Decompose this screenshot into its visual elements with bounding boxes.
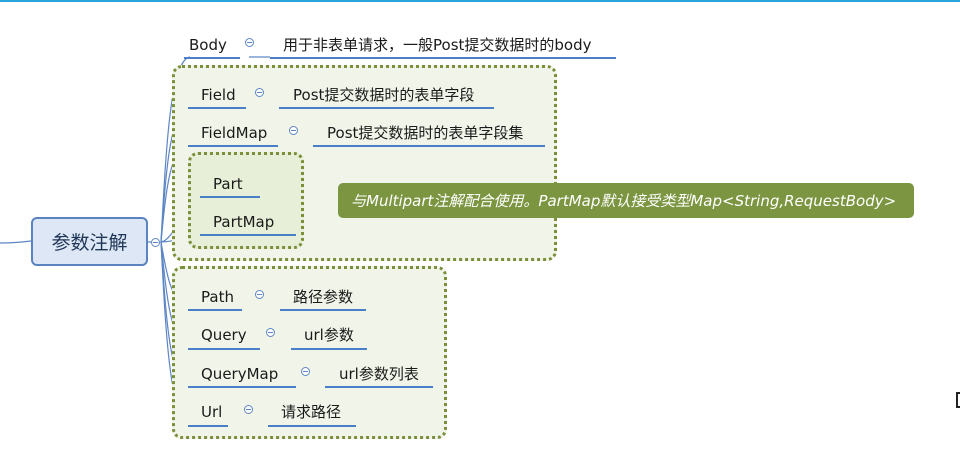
collapse-icon[interactable]: [255, 290, 264, 299]
underline: [200, 234, 296, 236]
window-top-border: [0, 0, 960, 2]
node-body[interactable]: Body: [189, 36, 227, 54]
node-query[interactable]: Query: [201, 326, 247, 344]
underline: [270, 57, 616, 59]
node-body-desc[interactable]: 用于非表单请求，一般Post提交数据时的body: [283, 36, 592, 54]
collapse-icon[interactable]: [289, 126, 298, 135]
node-part[interactable]: Part: [213, 175, 243, 193]
node-query-desc[interactable]: url参数: [304, 326, 354, 344]
node-url-desc[interactable]: 请求路径: [281, 403, 342, 421]
node-url[interactable]: Url: [201, 403, 223, 421]
underline: [313, 145, 545, 147]
underline: [188, 425, 228, 427]
root-label: 参数注解: [51, 232, 128, 254]
collapse-icon[interactable]: [266, 328, 275, 337]
node-field-desc[interactable]: Post提交数据时的表单字段: [293, 86, 475, 104]
underline: [279, 107, 494, 109]
collapse-icon[interactable]: [255, 88, 264, 97]
underline: [188, 107, 246, 109]
underline: [200, 196, 260, 198]
node-fieldmap-desc[interactable]: Post提交数据时的表单字段集: [327, 124, 524, 142]
node-fieldmap[interactable]: FieldMap: [201, 124, 268, 142]
collapse-icon[interactable]: [301, 367, 310, 376]
node-querymap[interactable]: QueryMap: [201, 365, 279, 383]
collapse-icon[interactable]: [244, 405, 253, 414]
underline: [188, 386, 296, 388]
callout-note[interactable]: 与Multipart注解配合使用。PartMap默认接受类型Map<String…: [338, 183, 914, 218]
underline: [184, 57, 240, 59]
underline: [325, 386, 433, 388]
root-node[interactable]: 参数注解: [31, 217, 148, 266]
underline: [291, 348, 367, 350]
collapse-icon[interactable]: [245, 38, 254, 47]
node-path-desc[interactable]: 路径参数: [293, 288, 354, 306]
collapse-icon[interactable]: [151, 238, 160, 247]
node-field[interactable]: Field: [201, 86, 236, 104]
underline: [188, 145, 278, 147]
underline: [268, 425, 356, 427]
subgroup-part: [188, 152, 304, 249]
callout-text: 与Multipart注解配合使用。PartMap默认接受类型Map<String…: [351, 192, 897, 210]
node-path[interactable]: Path: [201, 288, 234, 306]
cursor-marker: [956, 392, 960, 408]
underline: [280, 309, 366, 311]
underline: [188, 309, 242, 311]
node-partmap[interactable]: PartMap: [213, 213, 275, 231]
group-path: [172, 266, 447, 439]
underline: [188, 348, 260, 350]
node-querymap-desc[interactable]: url参数列表: [339, 365, 419, 383]
